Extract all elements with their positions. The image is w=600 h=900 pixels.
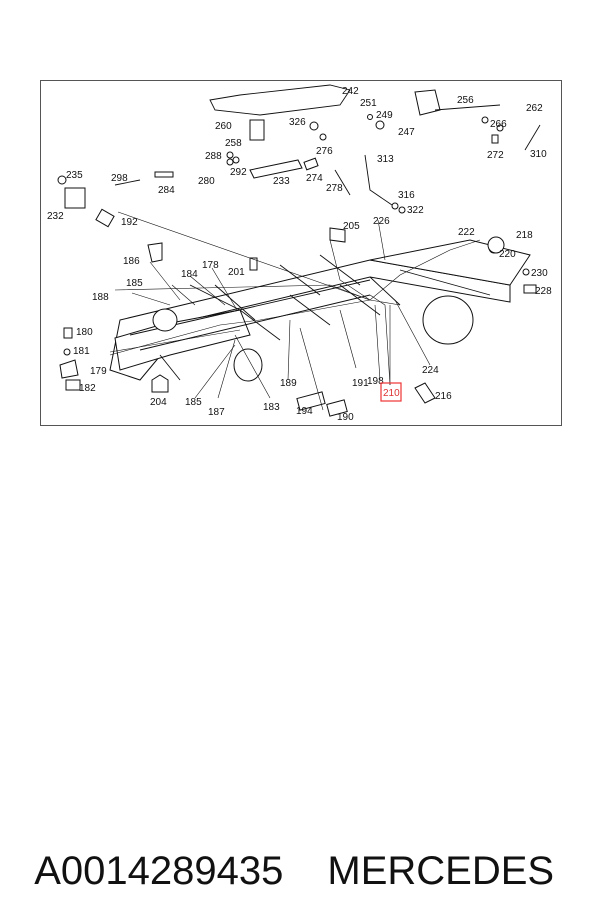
- product-caption: A0014289435 MERCEDES: [12, 804, 592, 893]
- callout-label: 224: [422, 365, 439, 376]
- callout-label: 205: [343, 221, 360, 232]
- callout-label: 233: [273, 176, 290, 187]
- leader-lines: [109, 211, 431, 411]
- callout-label: 181: [73, 346, 90, 357]
- callout-label-highlighted: 210: [383, 388, 400, 399]
- callout-labels: 242 251 249 247 256 262 260 326 266 272 …: [47, 86, 552, 423]
- callout-label: 198: [367, 376, 384, 387]
- callout-label: 201: [228, 267, 245, 278]
- callout-label: 242: [342, 86, 359, 97]
- callout-label: 251: [360, 98, 377, 109]
- callout-label: 316: [398, 190, 415, 201]
- callout-label: 178: [202, 260, 219, 271]
- callout-label: 262: [526, 103, 543, 114]
- callout-label: 186: [123, 256, 140, 267]
- callout-label: 190: [337, 412, 354, 423]
- callout-label: 191: [352, 378, 369, 389]
- callout-label: 228: [535, 286, 552, 297]
- callout-label: 220: [499, 249, 516, 260]
- callout-label: 292: [230, 167, 247, 178]
- callout-label: 322: [407, 205, 424, 216]
- callout-label: 222: [458, 227, 475, 238]
- callout-label: 247: [398, 127, 415, 138]
- callout-label: 188: [92, 292, 109, 303]
- callout-label: 288: [205, 151, 222, 162]
- callout-label: 278: [326, 183, 343, 194]
- callout-label: 218: [516, 230, 533, 241]
- callout-label: 192: [121, 217, 138, 228]
- callout-label: 276: [316, 146, 333, 157]
- callout-label: 187: [208, 407, 225, 418]
- callout-label: 230: [531, 268, 548, 279]
- callout-label: 180: [76, 327, 93, 338]
- callout-label: 284: [158, 185, 175, 196]
- callout-label: 216: [435, 391, 452, 402]
- callout-label: 185: [126, 278, 143, 289]
- part-glyphs: [57, 84, 541, 417]
- callout-label: 235: [66, 170, 83, 181]
- highlight-box: [380, 382, 402, 402]
- callout-label: 326: [289, 117, 306, 128]
- diagram-frame: [40, 80, 562, 426]
- callout-label: 258: [225, 138, 242, 149]
- callout-label: 226: [373, 216, 390, 227]
- callout-label: 179: [90, 366, 107, 377]
- brand-name: MERCEDES: [327, 849, 555, 893]
- callout-label: 182: [79, 383, 96, 394]
- callout-label: 256: [457, 95, 474, 106]
- callout-label: 184: [181, 269, 198, 280]
- parts-diagram: 242 251 249 247 256 262 260 326 266 272 …: [47, 84, 552, 423]
- callout-label: 204: [150, 397, 167, 408]
- callout-label: 272: [487, 150, 504, 161]
- callout-label: 189: [280, 378, 297, 389]
- callout-label: 274: [306, 173, 323, 184]
- callout-label: 313: [377, 154, 394, 165]
- callout-label: 194: [296, 406, 313, 417]
- callout-label: 266: [490, 119, 507, 130]
- callout-label: 310: [530, 149, 547, 160]
- callout-label: 260: [215, 121, 232, 132]
- part-number: A0014289435: [34, 849, 284, 893]
- callout-label: 183: [263, 402, 280, 413]
- callout-label: 249: [376, 110, 393, 121]
- callout-label: 280: [198, 176, 215, 187]
- callout-label: 232: [47, 211, 64, 222]
- callout-label: 185: [185, 397, 202, 408]
- callout-label: 298: [111, 173, 128, 184]
- chassis-frame: [109, 239, 531, 386]
